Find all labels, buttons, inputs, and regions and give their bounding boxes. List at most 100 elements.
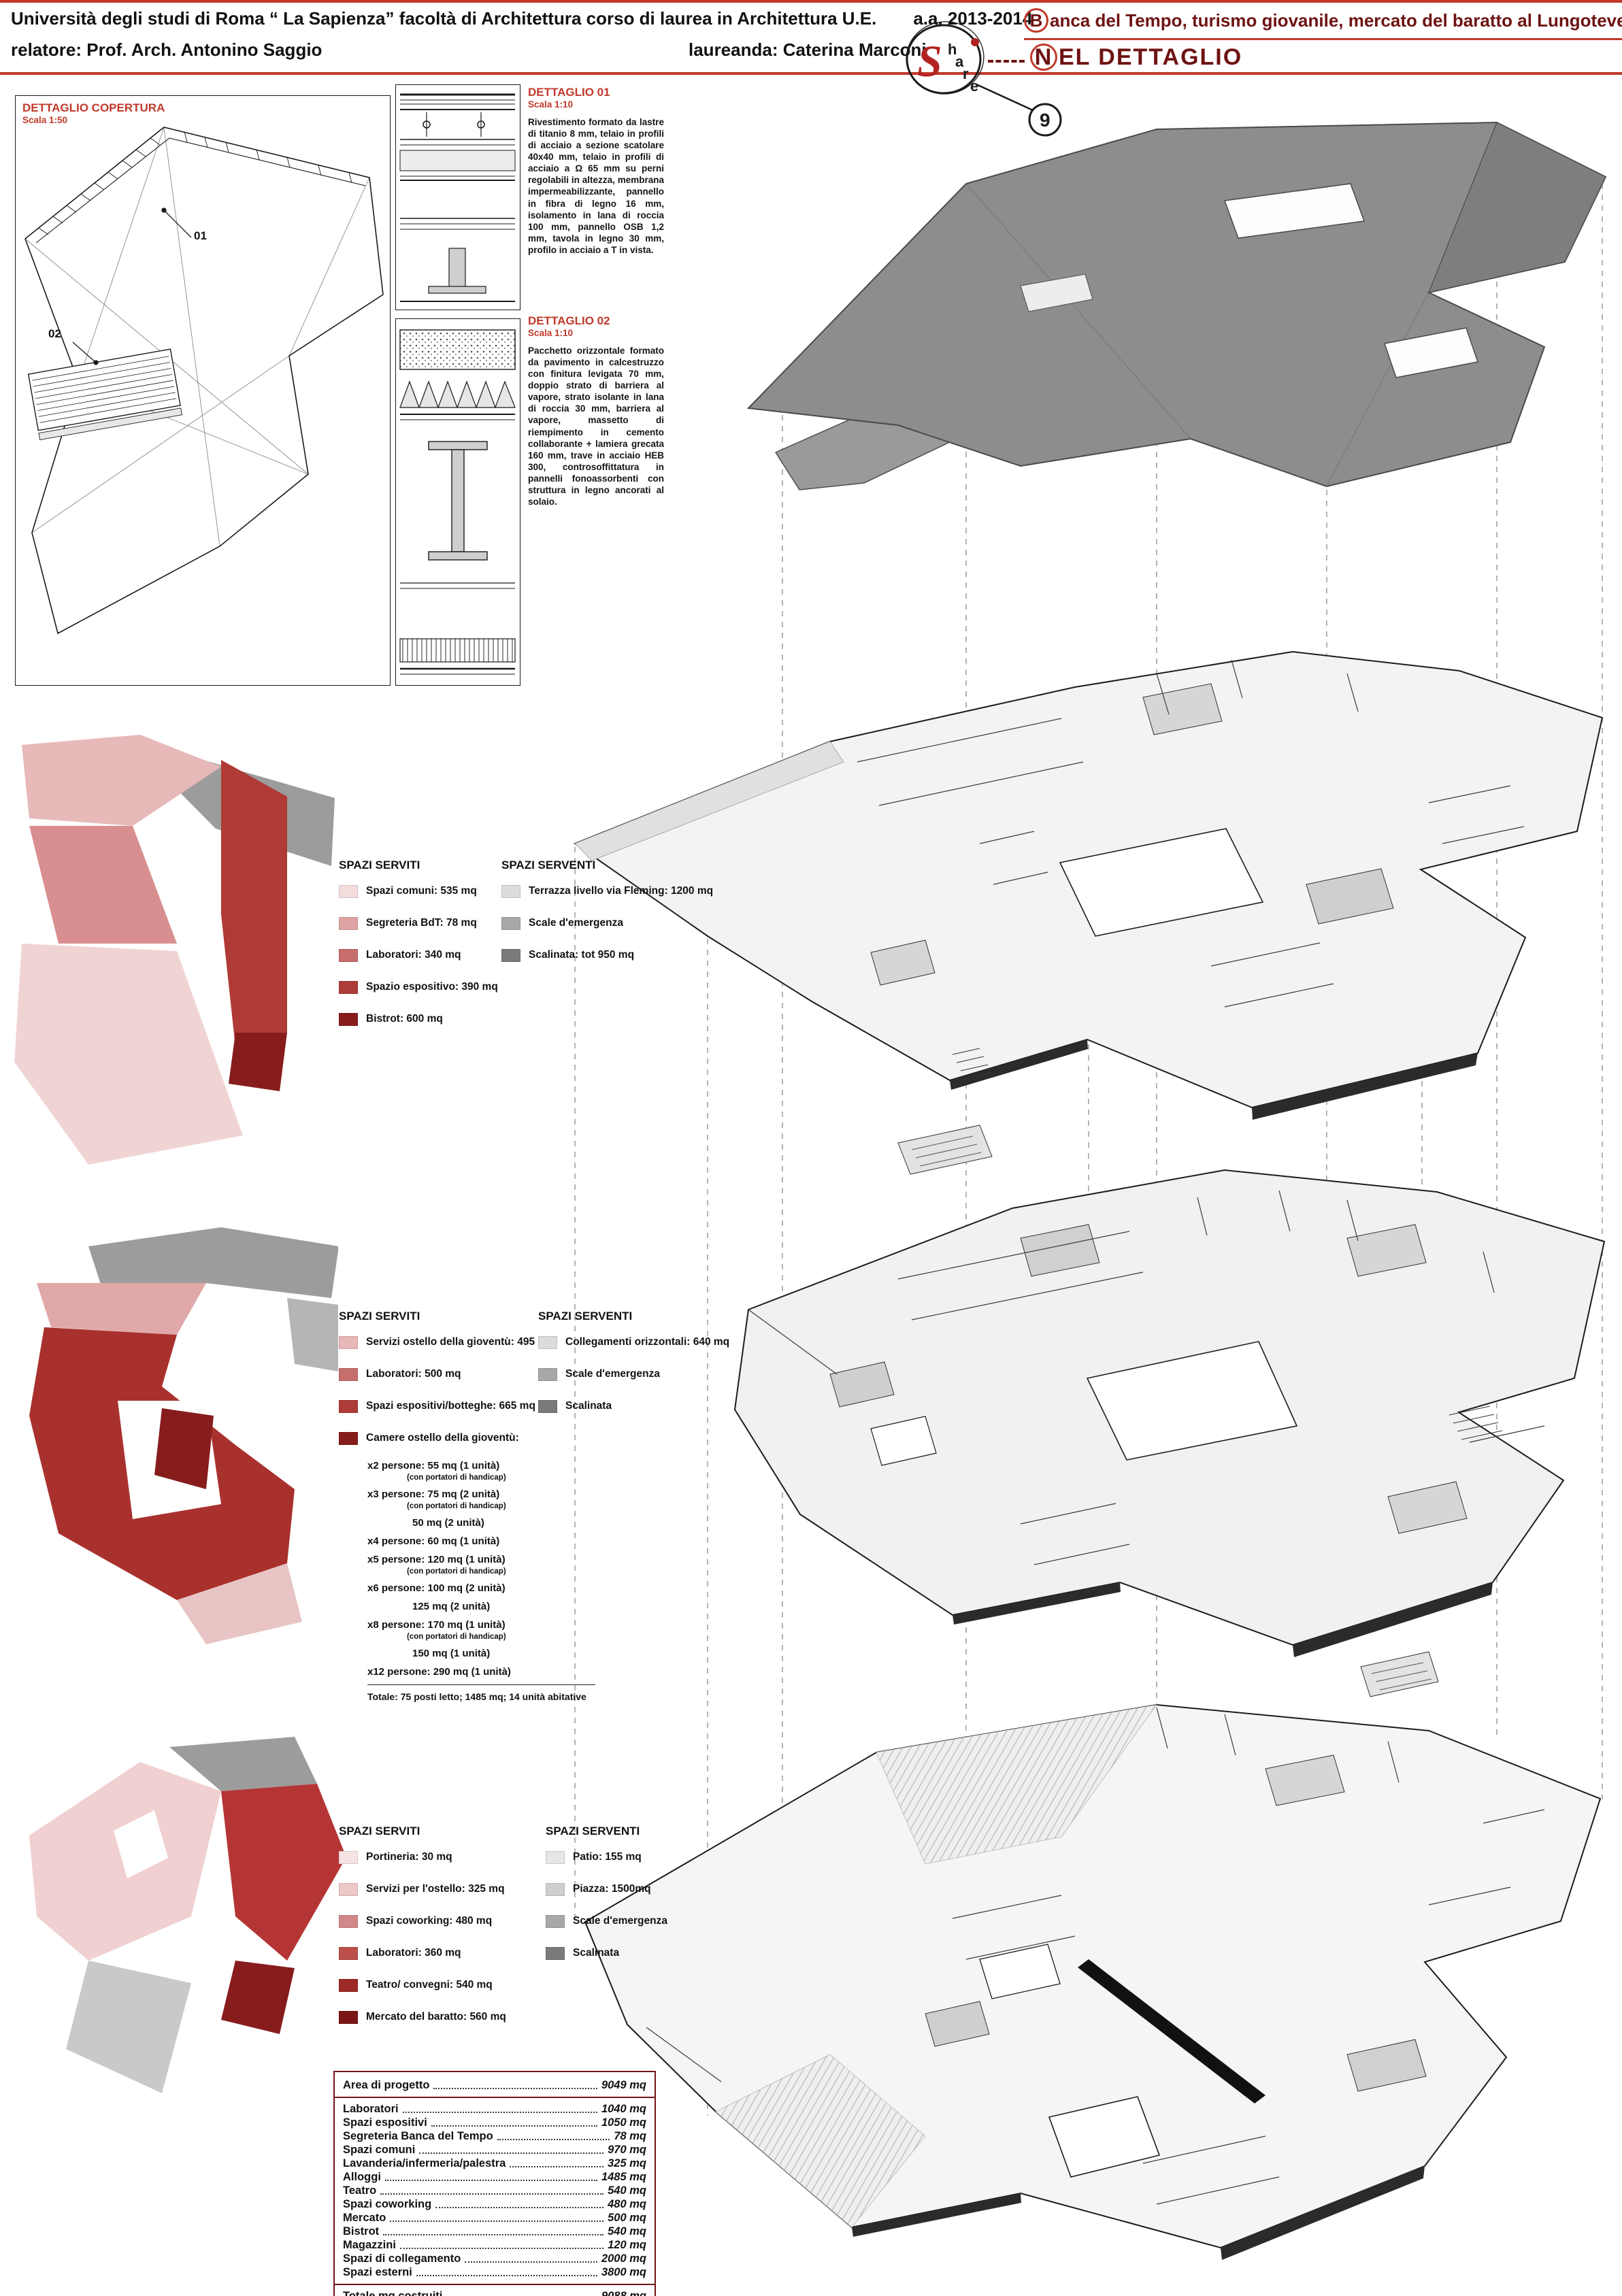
axon-level-ground [584, 1703, 1602, 2260]
legend-swatch [538, 1367, 557, 1381]
interior-walls [857, 659, 1525, 1008]
room-note: (con portatori di handicap) [407, 1474, 506, 1482]
legend-item: Portineria: 30 mq [339, 1850, 506, 1864]
hostel-rooms-list: x2 persone: 55 mq (1 unità) (con portato… [367, 1460, 599, 1709]
courtyard [1048, 2096, 1161, 2178]
legend-swatch [501, 884, 520, 898]
header-top-rule [0, 0, 1622, 3]
plan-level3-terrace [14, 735, 335, 1165]
legend-item: Teatro/ convegni: 540 mq [339, 1978, 506, 1992]
patio-opening [870, 1416, 937, 1466]
legend-swatch [339, 1914, 358, 1928]
svg-text:r: r [963, 65, 969, 82]
edge-hatching [38, 131, 352, 235]
detail-02-body: Pacchetto orizzontale formato da pavimen… [528, 345, 664, 508]
header-line1: Università degli studi di Roma “ La Sapi… [11, 8, 1032, 29]
room-note: (con portatori di handicap) [407, 1567, 506, 1576]
legend-level2-serviti: SPAZI SERVITI Servizi ostello della giov… [339, 1310, 554, 1463]
detail-01-body: Rivestimento formato da lastre di titani… [528, 116, 664, 256]
legend-item: Spazi coworking: 480 mq [339, 1914, 506, 1928]
detail-02-title: DETTAGLIO 02 [528, 314, 610, 327]
roof-plan-outline [24, 127, 384, 635]
relatore-line: relatore: Prof. Arch. Antonino Saggio [11, 39, 322, 60]
svg-text:h: h [948, 41, 957, 58]
room-line: x2 persone: 55 mq (1 unità) [367, 1460, 500, 1471]
roof-opening [1020, 273, 1093, 312]
axonometric-exploded-view [573, 121, 1607, 2260]
legend-item: Collegamenti orizzontali: 640 mq [538, 1335, 729, 1349]
axon-stair-fragment [1360, 1651, 1439, 1697]
legend-item: Laboratori: 360 mq [339, 1946, 506, 1960]
legend-swatch [546, 1882, 565, 1896]
legend-item: Laboratori: 500 mq [339, 1367, 554, 1381]
stair-steps [952, 1048, 993, 1080]
title-underline [1024, 38, 1622, 40]
header-bottom-rule [0, 72, 1622, 75]
detail-plan-scale: Scala 1:50 [22, 115, 68, 125]
legend-swatch [339, 1399, 358, 1413]
laureanda-line: laureanda: Caterina Marconi [689, 39, 927, 60]
title-initial: B [1024, 8, 1048, 33]
logo-red-dot [971, 38, 979, 46]
piazza-paving [715, 2054, 926, 2228]
axon-level-hostel [733, 1169, 1606, 1657]
detail-marker-01: 01 [194, 229, 207, 242]
table-divider [335, 2284, 655, 2285]
interior-walls [646, 1707, 1545, 2205]
legend-swatch [339, 948, 358, 962]
room-line: 150 mq (1 unità) [412, 1648, 491, 1659]
legend-level3-serviti: SPAZI SERVITI Spazi comuni: 535 mq Segre… [339, 859, 498, 1044]
detail-02-section-panel [395, 318, 520, 686]
legend-swatch [501, 948, 520, 962]
legend-swatch [339, 1012, 358, 1026]
heb-beam [428, 441, 488, 561]
room-line: 50 mq (2 unità) [412, 1517, 484, 1529]
legend-swatch [538, 1335, 557, 1349]
svg-text:a: a [955, 53, 964, 70]
legend-swatch [538, 1399, 557, 1413]
axon-stair-fragment [897, 1125, 993, 1175]
subtitle-initial: N [1030, 44, 1057, 71]
roof-opening [1384, 327, 1478, 378]
legend-level3-serventi: SPAZI SERVENTI Terrazza livello via Flem… [501, 859, 713, 980]
legend-item: Spazi espositivi/botteghe: 665 mq [339, 1399, 554, 1413]
svg-text:e: e [970, 78, 978, 95]
legend-item: Scalinata [546, 1946, 667, 1960]
share-logo: S h a r e 9 [906, 21, 1062, 137]
legend-swatch [339, 884, 358, 898]
room-line: x5 persone: 120 mq (1 unità) [367, 1554, 506, 1565]
legend-title: SPAZI SERVITI [339, 1310, 420, 1322]
legend-title: SPAZI SERVITI [339, 859, 420, 871]
legend-item: Scalinata: tot 950 mq [501, 948, 713, 962]
legend-swatch [339, 2010, 358, 2024]
piazza-paving [876, 1704, 1157, 1865]
subtitle-dash [988, 60, 1025, 63]
legend-level1-serventi: SPAZI SERVENTI Patio: 155 mq Piazza: 150… [546, 1825, 667, 1978]
interior-walls [748, 1190, 1545, 1565]
legend-item: Servizi per l'ostello: 325 mq [339, 1882, 506, 1896]
legend-swatch [546, 1850, 565, 1864]
detail-01-section-panel [395, 84, 520, 310]
patio-opening [979, 1944, 1061, 1999]
legend-swatch [339, 1978, 358, 1992]
legend-swatch [546, 1946, 565, 1960]
legend-item: Camere ostello della gioventù: [339, 1431, 554, 1445]
plan-level1-ground [29, 1737, 346, 2093]
detail-01-section-drawing [399, 93, 516, 302]
room-line: 125 mq (2 unità) [412, 1601, 491, 1612]
room-note: (con portatori di handicap) [407, 1502, 506, 1510]
courtyard [1059, 828, 1264, 937]
